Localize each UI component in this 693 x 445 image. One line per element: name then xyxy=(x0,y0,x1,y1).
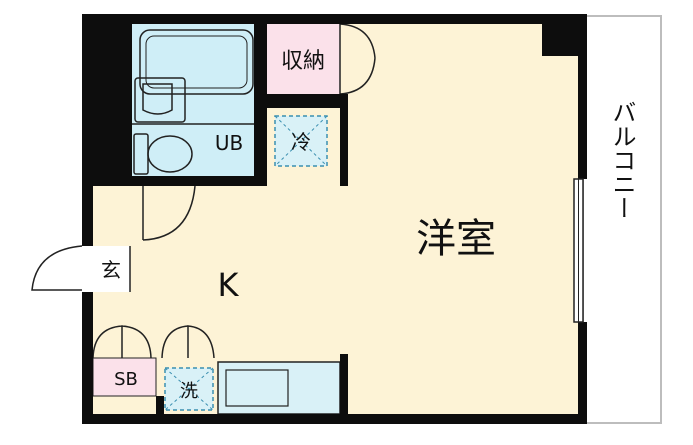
bathtub-inner xyxy=(145,35,248,89)
fridge-space-label: 冷 xyxy=(291,130,311,154)
balcony-label: バルコニー xyxy=(608,100,636,220)
kitchen-label: K xyxy=(218,266,240,304)
fridge-space-cross xyxy=(274,115,328,167)
toilet-bowl xyxy=(147,135,193,173)
balcony-outline xyxy=(582,15,662,424)
washer-space-label: 洗 xyxy=(180,381,198,402)
unit-bath-area xyxy=(132,24,264,180)
shoe-box-area xyxy=(92,357,157,397)
entrance-door-swing xyxy=(31,245,83,291)
sink-counter xyxy=(134,77,186,123)
unit-bath-label: UB xyxy=(215,131,243,155)
closet-area xyxy=(267,24,340,94)
shoe-box-label: SB xyxy=(114,369,138,390)
closet-label: 収納 xyxy=(281,49,325,74)
closet-door xyxy=(339,23,376,95)
washer-doors xyxy=(161,325,215,359)
bath-door-swing xyxy=(142,185,196,241)
entrance-area xyxy=(93,246,130,292)
bathtub xyxy=(139,29,254,95)
shoe-box-doors xyxy=(92,325,152,359)
entrance-label: 玄 xyxy=(101,258,121,282)
western-room-label: 洋室 xyxy=(416,216,496,262)
kitchen-sink xyxy=(225,369,289,407)
washer-space-cross xyxy=(164,367,214,411)
sink-bowl xyxy=(142,83,173,115)
walls xyxy=(82,14,587,424)
